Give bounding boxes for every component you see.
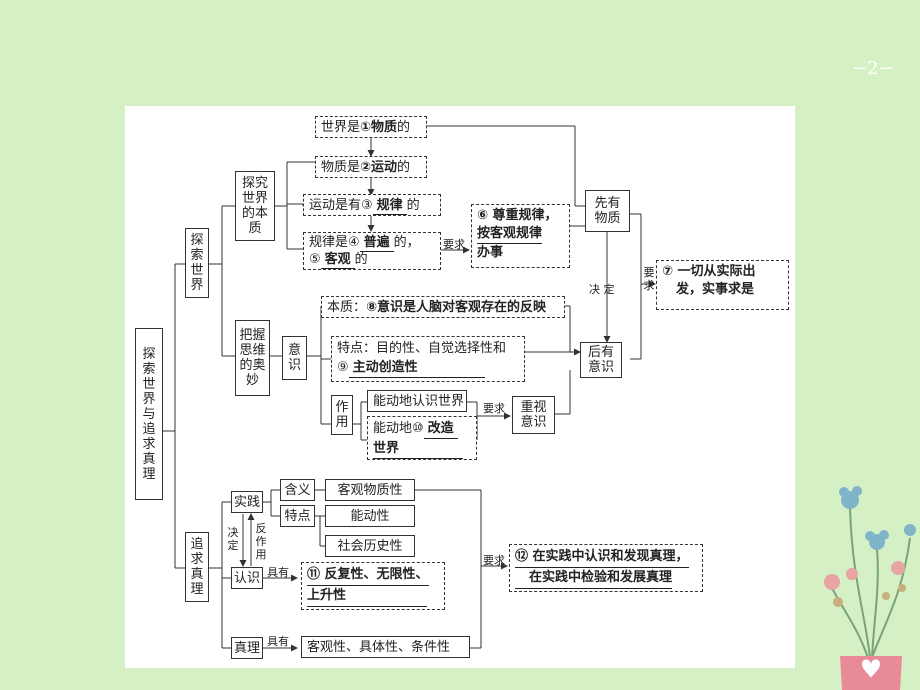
consciousness-word: 意识 (287, 343, 301, 373)
n2-prefix: 物质是 (321, 160, 361, 175)
node-8-essence: 本质：⑧意识是人脑对客观存在的反映 (321, 296, 565, 318)
n4-answer: 普遍 (359, 235, 394, 252)
decide-label: 决 定 (589, 283, 615, 296)
features-node: 特点 (280, 505, 315, 527)
require-label-1: 要求 (443, 238, 465, 251)
consciousness-word-node: 意识 (282, 336, 307, 380)
value-consciousness-label: 重视意识 (520, 400, 547, 430)
n12-line1: ⑫ 在实践中认识和发现真理， (515, 547, 689, 568)
dynamic-node: 能动性 (325, 505, 415, 527)
n3-answer: 规律 (372, 197, 407, 215)
first-matter-label: 先有物质 (594, 196, 621, 226)
truth-properties-label: 客观性、具体性、条件性 (307, 640, 451, 655)
n3-suffix: 的 (406, 198, 420, 213)
truth-properties-node: 客观性、具体性、条件性 (301, 636, 470, 658)
node-6-respect-law: ⑥ 尊重规律， 按客观规律 办事 (471, 204, 570, 268)
n3-prefix: 运动是有③ (309, 198, 373, 213)
social-node: 社会历史性 (325, 535, 415, 557)
require-label-3: 要求 (483, 402, 505, 415)
pursue-truth-node: 追求真理 (185, 532, 209, 602)
n8-prefix: 本质： (327, 300, 367, 315)
n2-suffix: 的 (397, 160, 411, 175)
n5-number: ⑤ (309, 252, 321, 267)
has-label-1: 具有 (267, 566, 289, 579)
first-matter-node: 先有物质 (585, 190, 630, 232)
node-2-matter-motion: 物质是②运动的 (315, 156, 427, 178)
role1-label: 能动地认识世界 (373, 394, 465, 409)
has-label-2: 具有 (267, 635, 289, 648)
practice-label: 实践 (233, 494, 260, 510)
require-label-2: 要求 (643, 266, 655, 292)
meaning-node: 含义 (280, 479, 315, 501)
role-know-world: 能动地认识世界 (367, 390, 467, 412)
n6-line1: ⑥ 尊重规律， (477, 208, 558, 223)
n8-answer: ⑧意识是人脑对客观存在的反映 (366, 300, 547, 315)
n11-line2: 上升性 (307, 586, 427, 607)
objective-label: 客观物质性 (337, 482, 403, 498)
later-consciousness-node: 后有意识 (580, 342, 622, 378)
n11-line1: ⑪ 反复性、无限性、 (307, 565, 429, 586)
explore-world-node: 探索世界 (185, 228, 209, 298)
n1-prefix: 世界是 (321, 120, 361, 135)
n10-answer: 改造 (423, 419, 458, 439)
social-label: 社会历史性 (337, 538, 403, 554)
n7-line1: ⑦ 一切从实际出 (662, 264, 756, 279)
consciousness-node: 把握思维的奥妙 (235, 320, 270, 396)
n6-line3: 办事 (477, 245, 504, 260)
root-label: 探索世界与追求真理 (142, 346, 156, 482)
value-consciousness-node: 重视意识 (512, 396, 555, 434)
n4-mid: 的， (393, 235, 420, 250)
dynamic-label: 能动性 (350, 508, 390, 524)
cognition-node: 认识 (231, 567, 263, 589)
n2-answer: ②运动 (360, 160, 398, 175)
connector-lines (163, 125, 656, 652)
n4-prefix: 规律是④ (309, 235, 360, 250)
consciousness-label: 把握思维的奥妙 (239, 328, 266, 388)
meaning-label: 含义 (284, 482, 311, 498)
n10-prefix: 能动地⑩ (373, 421, 424, 436)
slide-number: −2− (852, 58, 894, 79)
later-consciousness-label: 后有意识 (587, 345, 614, 375)
n9-answer: 主动创造性 (348, 358, 485, 378)
n5-answer: 客观 (320, 252, 355, 269)
n9-prefix: 特点：目的性、自觉选择性和 (337, 341, 507, 356)
role-label: 作用 (335, 400, 349, 430)
n9-number: ⑨ (337, 360, 349, 375)
n7-line2: 发，实事求是 (676, 282, 755, 297)
n12-line2: 在实践中检验和发展真理 (515, 568, 673, 589)
mind-map-canvas: 探索世界与追求真理 探索世界 探究世界的本质 世界是①物质的 物质是②运动的 运… (125, 106, 795, 668)
explore-world-label: 探索世界 (190, 233, 204, 293)
role-node: 作用 (331, 395, 353, 435)
node-11-cognition-features: ⑪ 反复性、无限性、 上升性 (301, 562, 445, 610)
node-1-world-matter: 世界是①物质的 (315, 116, 427, 138)
cognition-label: 认识 (233, 570, 260, 586)
nature-label: 探究世界的本质 (241, 176, 268, 236)
practice-node: 实践 (231, 491, 263, 513)
truth-label: 真理 (233, 640, 260, 656)
node-7-seek-truth: ⑦ 一切从实际出 发，实事求是 (656, 260, 789, 310)
n4-suffix: 的 (354, 252, 368, 267)
features-label: 特点 (284, 508, 311, 524)
truth-node: 真理 (231, 637, 263, 659)
node-12-practice-truth: ⑫ 在实践中认识和发现真理， 在实践中检验和发展真理 (509, 544, 703, 592)
reacts-label: 反作用 (255, 522, 267, 561)
n1-answer: ①物质 (360, 120, 398, 135)
n6-line2: 按客观规律 (477, 225, 543, 244)
pursue-truth-label: 追求真理 (190, 537, 204, 597)
objective-node: 客观物质性 (325, 479, 415, 501)
n10-line2: 世界 (373, 439, 463, 459)
nature-node: 探究世界的本质 (235, 171, 275, 241)
flower-pot-decoration (824, 486, 916, 690)
require-label-4: 要求 (483, 554, 505, 567)
root-node: 探索世界与追求真理 (135, 328, 163, 500)
decides-label: 决定 (227, 526, 239, 552)
n1-suffix: 的 (397, 120, 411, 135)
